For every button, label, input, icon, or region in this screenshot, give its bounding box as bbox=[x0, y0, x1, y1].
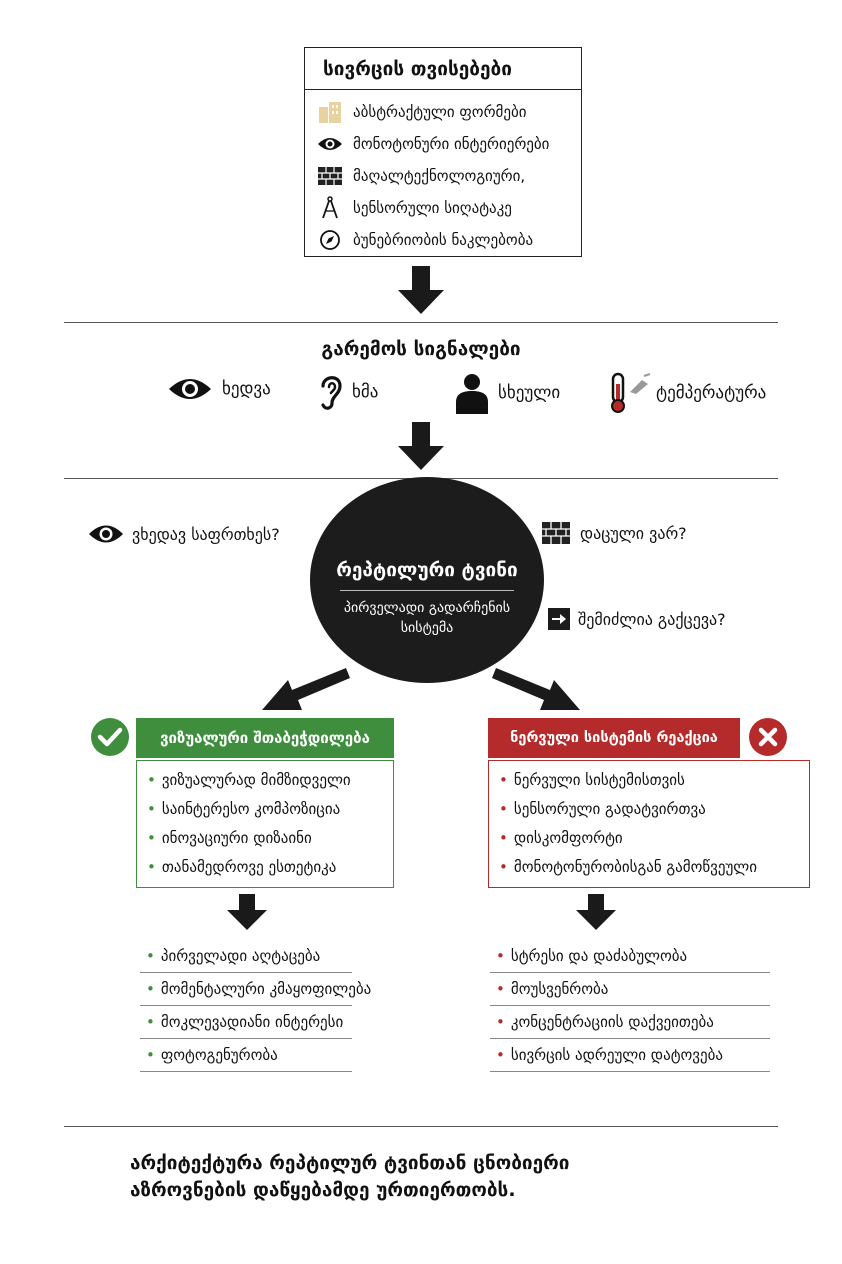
list-item-label: თანამედროვე ესთეტიკა bbox=[161, 858, 337, 876]
eye-icon bbox=[168, 376, 212, 402]
signal-label: ხმა bbox=[352, 382, 379, 402]
property-label: მაღალტექნოლოგიური, bbox=[353, 167, 526, 185]
question-label: დაცული ვარ? bbox=[580, 523, 687, 543]
property-label: ბუნებრიობის ნაკლებობა bbox=[353, 231, 534, 249]
thermometer-icon bbox=[606, 372, 654, 414]
property-label: აბსტრაქტული ფორმები bbox=[353, 103, 527, 121]
checkmark-icon bbox=[91, 718, 129, 756]
outcome-label: მომენტალური კმაყოფილება bbox=[160, 980, 372, 998]
list-item-label: საინტერესო კომპოზიცია bbox=[161, 800, 341, 818]
brain-title: რეპტილური ტვინი bbox=[336, 559, 518, 581]
property-item: მონოტონური ინტერიერები bbox=[305, 128, 581, 160]
property-item: ბუნებრიობის ნაკლებობა bbox=[305, 224, 581, 256]
list-item: •საინტერესო კომპოზიცია bbox=[147, 800, 341, 818]
outcome-label: პირველადი აღტაცება bbox=[160, 947, 321, 965]
outcome-item: •მომენტალური კმაყოფილება bbox=[140, 973, 371, 1006]
positive-outcomes-list: •პირველადი აღტაცება •მომენტალური კმაყოფი… bbox=[140, 940, 371, 1072]
outcome-item: •სტრესი და დაძაბულობა bbox=[490, 940, 770, 973]
brick-wall-icon bbox=[542, 522, 570, 544]
arrow-down-icon bbox=[576, 894, 616, 930]
navigation-compass-icon bbox=[315, 229, 345, 251]
reptilian-brain-oval: რეპტილური ტვინი პირველადი გადარჩენის სის… bbox=[310, 477, 544, 683]
signals-title: გარემოს სიგნალები bbox=[321, 338, 521, 360]
arrow-down-icon bbox=[398, 266, 444, 314]
outcome-label: კონცენტრაციის დაქვეითება bbox=[510, 1013, 714, 1031]
arrow-down-icon bbox=[398, 422, 444, 470]
divider bbox=[64, 322, 778, 323]
exit-arrow-icon bbox=[548, 608, 570, 630]
question-danger: ვხედავ საფრთხეს? bbox=[88, 523, 280, 545]
footer-statement: არქიტექტურა რეპტილურ ტვინთან ცნობიერი აზ… bbox=[130, 1150, 730, 1204]
outcome-label: სივრცის ადრეული დატოვება bbox=[510, 1046, 723, 1064]
outcome-item: •კონცენტრაციის დაქვეითება bbox=[490, 1006, 770, 1039]
question-protected: დაცული ვარ? bbox=[542, 522, 687, 544]
brain-divider bbox=[340, 590, 514, 591]
signal-sight: ხედვა bbox=[168, 376, 271, 402]
nervous-reaction-header: ნერვული სისტემის რეაქცია bbox=[488, 718, 740, 758]
signal-label: ხედვა bbox=[222, 379, 271, 399]
divider bbox=[64, 1126, 778, 1127]
signal-sound: ხმა bbox=[318, 372, 378, 412]
outcome-label: მოკლევადიანი ინტერესი bbox=[160, 1013, 344, 1031]
list-item: •ინოვაციური დიზაინი bbox=[147, 829, 312, 847]
ear-icon bbox=[318, 372, 344, 412]
space-properties-title: სივრცის თვისებები bbox=[305, 48, 581, 90]
outcome-item: •ფოტოგენურობა bbox=[140, 1039, 352, 1072]
person-icon bbox=[454, 372, 490, 414]
signal-body: სხეული bbox=[454, 372, 560, 414]
question-label: ვხედავ საფრთხეს? bbox=[132, 524, 280, 544]
negative-list-box: •ნერვული სისტემისთვის •სენსორული გადატვი… bbox=[488, 760, 810, 888]
question-label: შემიძლია გაქცევა? bbox=[578, 609, 726, 629]
cross-icon bbox=[749, 718, 787, 756]
list-item: •თანამედროვე ესთეტიკა bbox=[147, 858, 337, 876]
outcome-label: სტრესი და დაძაბულობა bbox=[510, 947, 688, 965]
eye-icon bbox=[315, 133, 345, 155]
visual-impression-header: ვიზუალური შთაბეჭდილება bbox=[136, 718, 394, 758]
outcome-item: •სივრცის ადრეული დატოვება bbox=[490, 1039, 770, 1072]
signal-label: ტემპერატურა bbox=[656, 383, 767, 403]
outcome-label: მოუსვენრობა bbox=[510, 980, 609, 998]
brain-subtitle: პირველადი გადარჩენის სისტემა bbox=[343, 600, 511, 636]
arrow-down-icon bbox=[227, 894, 267, 930]
arrow-down-right-icon bbox=[492, 668, 580, 710]
list-item: •ნერვული სისტემისთვის bbox=[499, 771, 685, 789]
list-item: •ვიზუალურად მიმზიდველი bbox=[147, 771, 351, 789]
list-item-label: დისკომფორტი bbox=[513, 829, 623, 847]
space-properties-box: სივრცის თვისებები აბსტრაქტული ფორმები მო… bbox=[304, 47, 582, 257]
property-label: სენსორული სიღატაკე bbox=[353, 199, 512, 217]
outcome-item: •პირველადი აღტაცება bbox=[140, 940, 352, 973]
compass-drawing-icon bbox=[315, 196, 345, 219]
property-item: აბსტრაქტული ფორმები bbox=[305, 96, 581, 128]
negative-outcomes-list: •სტრესი და დაძაბულობა •მოუსვენრობა •კონც… bbox=[490, 940, 770, 1072]
list-item: •სენსორული გადატვირთვა bbox=[499, 800, 706, 818]
list-item-label: ინოვაციური დიზაინი bbox=[161, 829, 312, 847]
property-label: მონოტონური ინტერიერები bbox=[353, 135, 550, 153]
question-escape: შემიძლია გაქცევა? bbox=[548, 608, 726, 630]
footer-line: აზროვნების დაწყებამდე ურთიერთობს. bbox=[130, 1179, 516, 1201]
list-item-label: ვიზუალურად მიმზიდველი bbox=[161, 771, 351, 789]
list-item: •დისკომფორტი bbox=[499, 829, 623, 847]
list-item-label: ნერვული სისტემისთვის bbox=[513, 771, 685, 789]
arrow-down-left-icon bbox=[262, 668, 350, 710]
property-item: სენსორული სიღატაკე bbox=[305, 192, 581, 224]
list-item-label: სენსორული გადატვირთვა bbox=[513, 800, 706, 818]
brick-wall-icon bbox=[315, 165, 345, 187]
list-item: •მონოტონურობისგან გამოწვეული bbox=[499, 858, 758, 876]
positive-list-box: •ვიზუალურად მიმზიდველი •საინტერესო კომპო… bbox=[136, 760, 394, 888]
outcome-item: •მოკლევადიანი ინტერესი bbox=[140, 1006, 352, 1039]
list-item-label: მონოტონურობისგან გამოწვეული bbox=[513, 858, 758, 876]
building-icon bbox=[315, 101, 345, 123]
outcome-item: •მოუსვენრობა bbox=[490, 973, 770, 1006]
footer-line: არქიტექტურა რეპტილურ ტვინთან ცნობიერი bbox=[130, 1152, 570, 1174]
signal-temperature: ტემპერატურა bbox=[606, 372, 766, 414]
outcome-label: ფოტოგენურობა bbox=[160, 1046, 278, 1064]
eye-icon bbox=[88, 523, 124, 545]
signal-label: სხეული bbox=[498, 383, 561, 403]
property-item: მაღალტექნოლოგიური, bbox=[305, 160, 581, 192]
